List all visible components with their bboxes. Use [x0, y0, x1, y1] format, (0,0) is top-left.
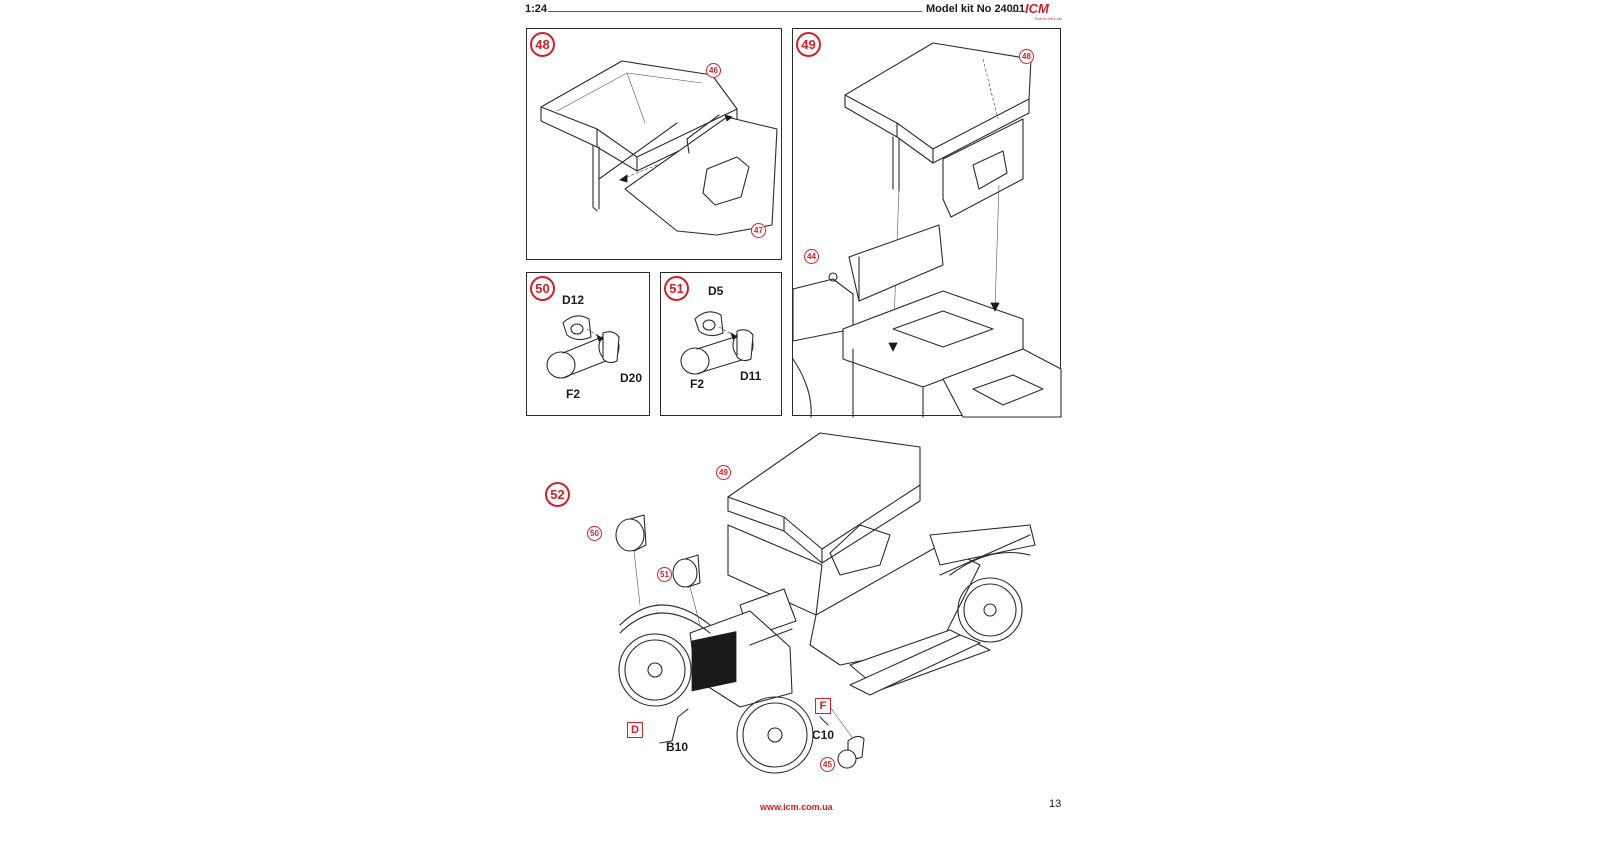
step-50-badge: 50 [530, 276, 555, 301]
step-50-panel: 50 D12 F2 D20 [526, 272, 650, 416]
part-d12-label: D12 [562, 293, 585, 307]
step-52-badge: 52 [545, 482, 570, 507]
step-49-badge: 49 [796, 32, 821, 57]
top-frame-illustration [540, 60, 778, 236]
sprue-f-tag: F [815, 698, 831, 714]
icm-logo: ICM [1025, 1, 1049, 16]
icm-logo-tagline: True to the Last [1034, 16, 1062, 21]
headlight-51-illustration [680, 311, 754, 375]
ref-51-badge: 51 [657, 567, 672, 582]
ref-50-badge: 50 [587, 526, 602, 541]
part-f2-label-51: F2 [690, 377, 705, 391]
ref-49-badge: 49 [716, 465, 731, 480]
part-f2-label: F2 [566, 387, 581, 401]
ref-47-badge: 47 [751, 223, 766, 238]
step-51-panel: 51 D5 F2 D11 [660, 272, 782, 416]
footer-url: www.icm.com.ua [760, 802, 833, 812]
part-b10-label: B10 [666, 740, 689, 754]
kit-number-label: Model kit No 24001 [926, 3, 1026, 15]
car-assembly-illustration [615, 432, 1036, 774]
headlight-50-illustration [546, 315, 620, 379]
step-48-badge: 48 [530, 32, 555, 57]
ref-45-badge: 45 [820, 757, 835, 772]
ref-48-badge: 48 [1019, 49, 1034, 64]
part-d20-label: D20 [620, 371, 643, 385]
page-number: 13 [1049, 798, 1062, 810]
ref-46-badge: 46 [706, 63, 721, 78]
part-d11-label: D11 [740, 369, 762, 383]
part-d5-label: D5 [708, 284, 724, 298]
step-49-panel: 49 48 44 [792, 28, 1062, 418]
part-c10-label: C10 [812, 728, 835, 742]
header-rule [548, 11, 922, 12]
header-rule-right [1012, 11, 1022, 12]
scale-label: 1:24 [525, 3, 548, 15]
step-51-badge: 51 [664, 276, 689, 301]
roof-to-body-illustration [792, 42, 1062, 418]
sprue-d-tag: D [627, 722, 643, 738]
step-48-panel: 48 46 47 [526, 28, 782, 260]
ref-44-badge: 44 [804, 249, 819, 264]
